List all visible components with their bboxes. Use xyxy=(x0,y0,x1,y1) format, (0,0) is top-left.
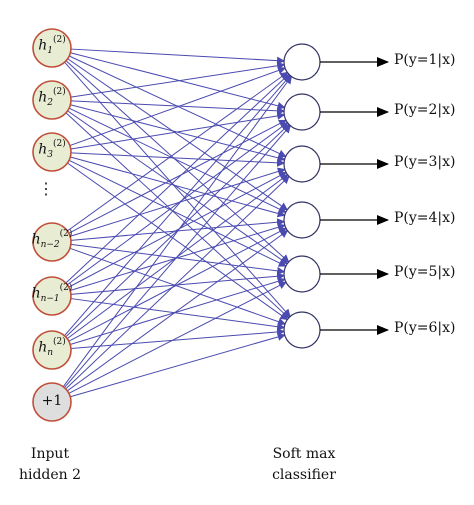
input-caption: Input hidden 2 xyxy=(0,444,110,486)
edge-7-to-1 xyxy=(62,75,292,387)
edge-5-to-3 xyxy=(68,171,287,288)
input-superscript: (2) xyxy=(59,229,73,239)
input-subscript: n−2 xyxy=(40,239,60,250)
edge-5-to-6 xyxy=(70,298,286,331)
input-node-1 xyxy=(32,28,72,68)
input-node-label-2: h2(2) xyxy=(30,87,74,108)
edge-5-to-4 xyxy=(70,223,286,291)
softmax-nodes xyxy=(283,43,321,349)
softmax-caption-line1: Soft max xyxy=(272,446,336,462)
bias-node xyxy=(32,382,72,422)
ellipsis-marker: ⋮ xyxy=(38,179,54,198)
edge-3-to-3 xyxy=(70,152,286,167)
input-symbol: h xyxy=(38,37,48,54)
input-subscript: n−1 xyxy=(40,293,60,304)
input-node-4 xyxy=(32,222,72,262)
input-symbol: h xyxy=(38,89,48,106)
output-label-1: P(y=1|x) xyxy=(394,52,456,68)
input-superscript: (2) xyxy=(53,35,66,45)
edge-5-to-2 xyxy=(67,122,289,286)
connection-edges xyxy=(62,48,292,398)
softmax-node-4 xyxy=(283,201,321,239)
input-subscript: n xyxy=(47,347,54,358)
edge-3-to-2 xyxy=(70,111,286,150)
edge-7-to-5 xyxy=(68,281,287,394)
edge-2-to-5 xyxy=(67,110,289,265)
edge-6-to-2 xyxy=(65,123,290,338)
edge-2-to-2 xyxy=(70,100,286,115)
edge-3-to-6 xyxy=(67,162,289,321)
softmax-node-5 xyxy=(283,255,321,293)
edge-5-to-1 xyxy=(65,73,290,284)
input-node-label-4: hn−2(2) xyxy=(30,229,74,250)
input-superscript: (2) xyxy=(59,283,73,293)
edge-4-to-2 xyxy=(68,119,287,234)
edge-3-to-5 xyxy=(68,159,287,267)
input-caption-line2: hidden 2 xyxy=(18,467,82,483)
input-subscript: 2 xyxy=(47,97,53,108)
edge-3-to-4 xyxy=(70,156,286,218)
softmax-node-2 xyxy=(283,93,321,131)
edge-6-to-6 xyxy=(70,328,286,349)
input-node-2 xyxy=(32,80,72,120)
input-symbol: h xyxy=(31,231,41,248)
input-node-6 xyxy=(32,330,72,370)
edge-6-to-4 xyxy=(68,227,287,342)
input-node-label-6: hn(2) xyxy=(30,337,74,358)
edge-1-to-4 xyxy=(67,58,288,211)
edge-4-to-1 xyxy=(67,71,289,232)
edge-7-to-4 xyxy=(67,230,289,392)
softmax-node-3 xyxy=(283,145,321,183)
input-superscript: (2) xyxy=(53,337,66,347)
input-superscript: (2) xyxy=(53,87,66,97)
edge-1-to-1 xyxy=(70,48,286,65)
edge-2-to-1 xyxy=(70,61,286,98)
input-superscript: (2) xyxy=(53,139,66,149)
input-subscript: 3 xyxy=(47,149,53,160)
softmax-node-1 xyxy=(283,43,321,81)
edge-4-to-3 xyxy=(69,167,286,237)
input-node-3 xyxy=(32,132,72,172)
input-node-label-1: h1(2) xyxy=(30,35,74,56)
input-subscript: 1 xyxy=(47,45,53,56)
edge-6-to-5 xyxy=(70,277,286,345)
edge-7-to-3 xyxy=(65,175,290,390)
edge-3-to-1 xyxy=(69,66,287,147)
input-nodes xyxy=(32,28,72,422)
output-arrows xyxy=(320,57,389,335)
edge-2-to-6 xyxy=(65,112,290,319)
edge-4-to-6 xyxy=(69,247,286,326)
edge-1-to-5 xyxy=(65,60,290,263)
edge-7-to-2 xyxy=(64,124,291,388)
edge-6-to-1 xyxy=(64,74,291,336)
edge-7-to-6 xyxy=(70,333,286,398)
input-symbol: h xyxy=(38,141,48,158)
input-symbol: h xyxy=(31,285,41,302)
output-label-5: P(y=5|x) xyxy=(394,264,456,280)
input-node-label-5: hn−1(2) xyxy=(30,283,74,304)
output-label-4: P(y=4|x) xyxy=(394,210,456,226)
edge-1-to-6 xyxy=(64,61,291,318)
input-caption-line1: Input xyxy=(30,446,70,462)
softmax-caption: Soft max classifier xyxy=(244,444,364,486)
input-node-5 xyxy=(32,276,72,316)
softmax-node-6 xyxy=(283,311,321,349)
output-label-2: P(y=2|x) xyxy=(394,102,456,118)
bias-node-label: +1 xyxy=(41,393,63,409)
softmax-caption-line2: classifier xyxy=(272,467,336,483)
input-node-label-3: h3(2) xyxy=(30,139,74,160)
edge-2-to-4 xyxy=(68,107,287,213)
input-symbol: h xyxy=(38,339,48,356)
edge-1-to-2 xyxy=(70,52,286,110)
output-label-3: P(y=3|x) xyxy=(394,154,456,170)
output-label-6: P(y=6|x) xyxy=(394,320,456,336)
